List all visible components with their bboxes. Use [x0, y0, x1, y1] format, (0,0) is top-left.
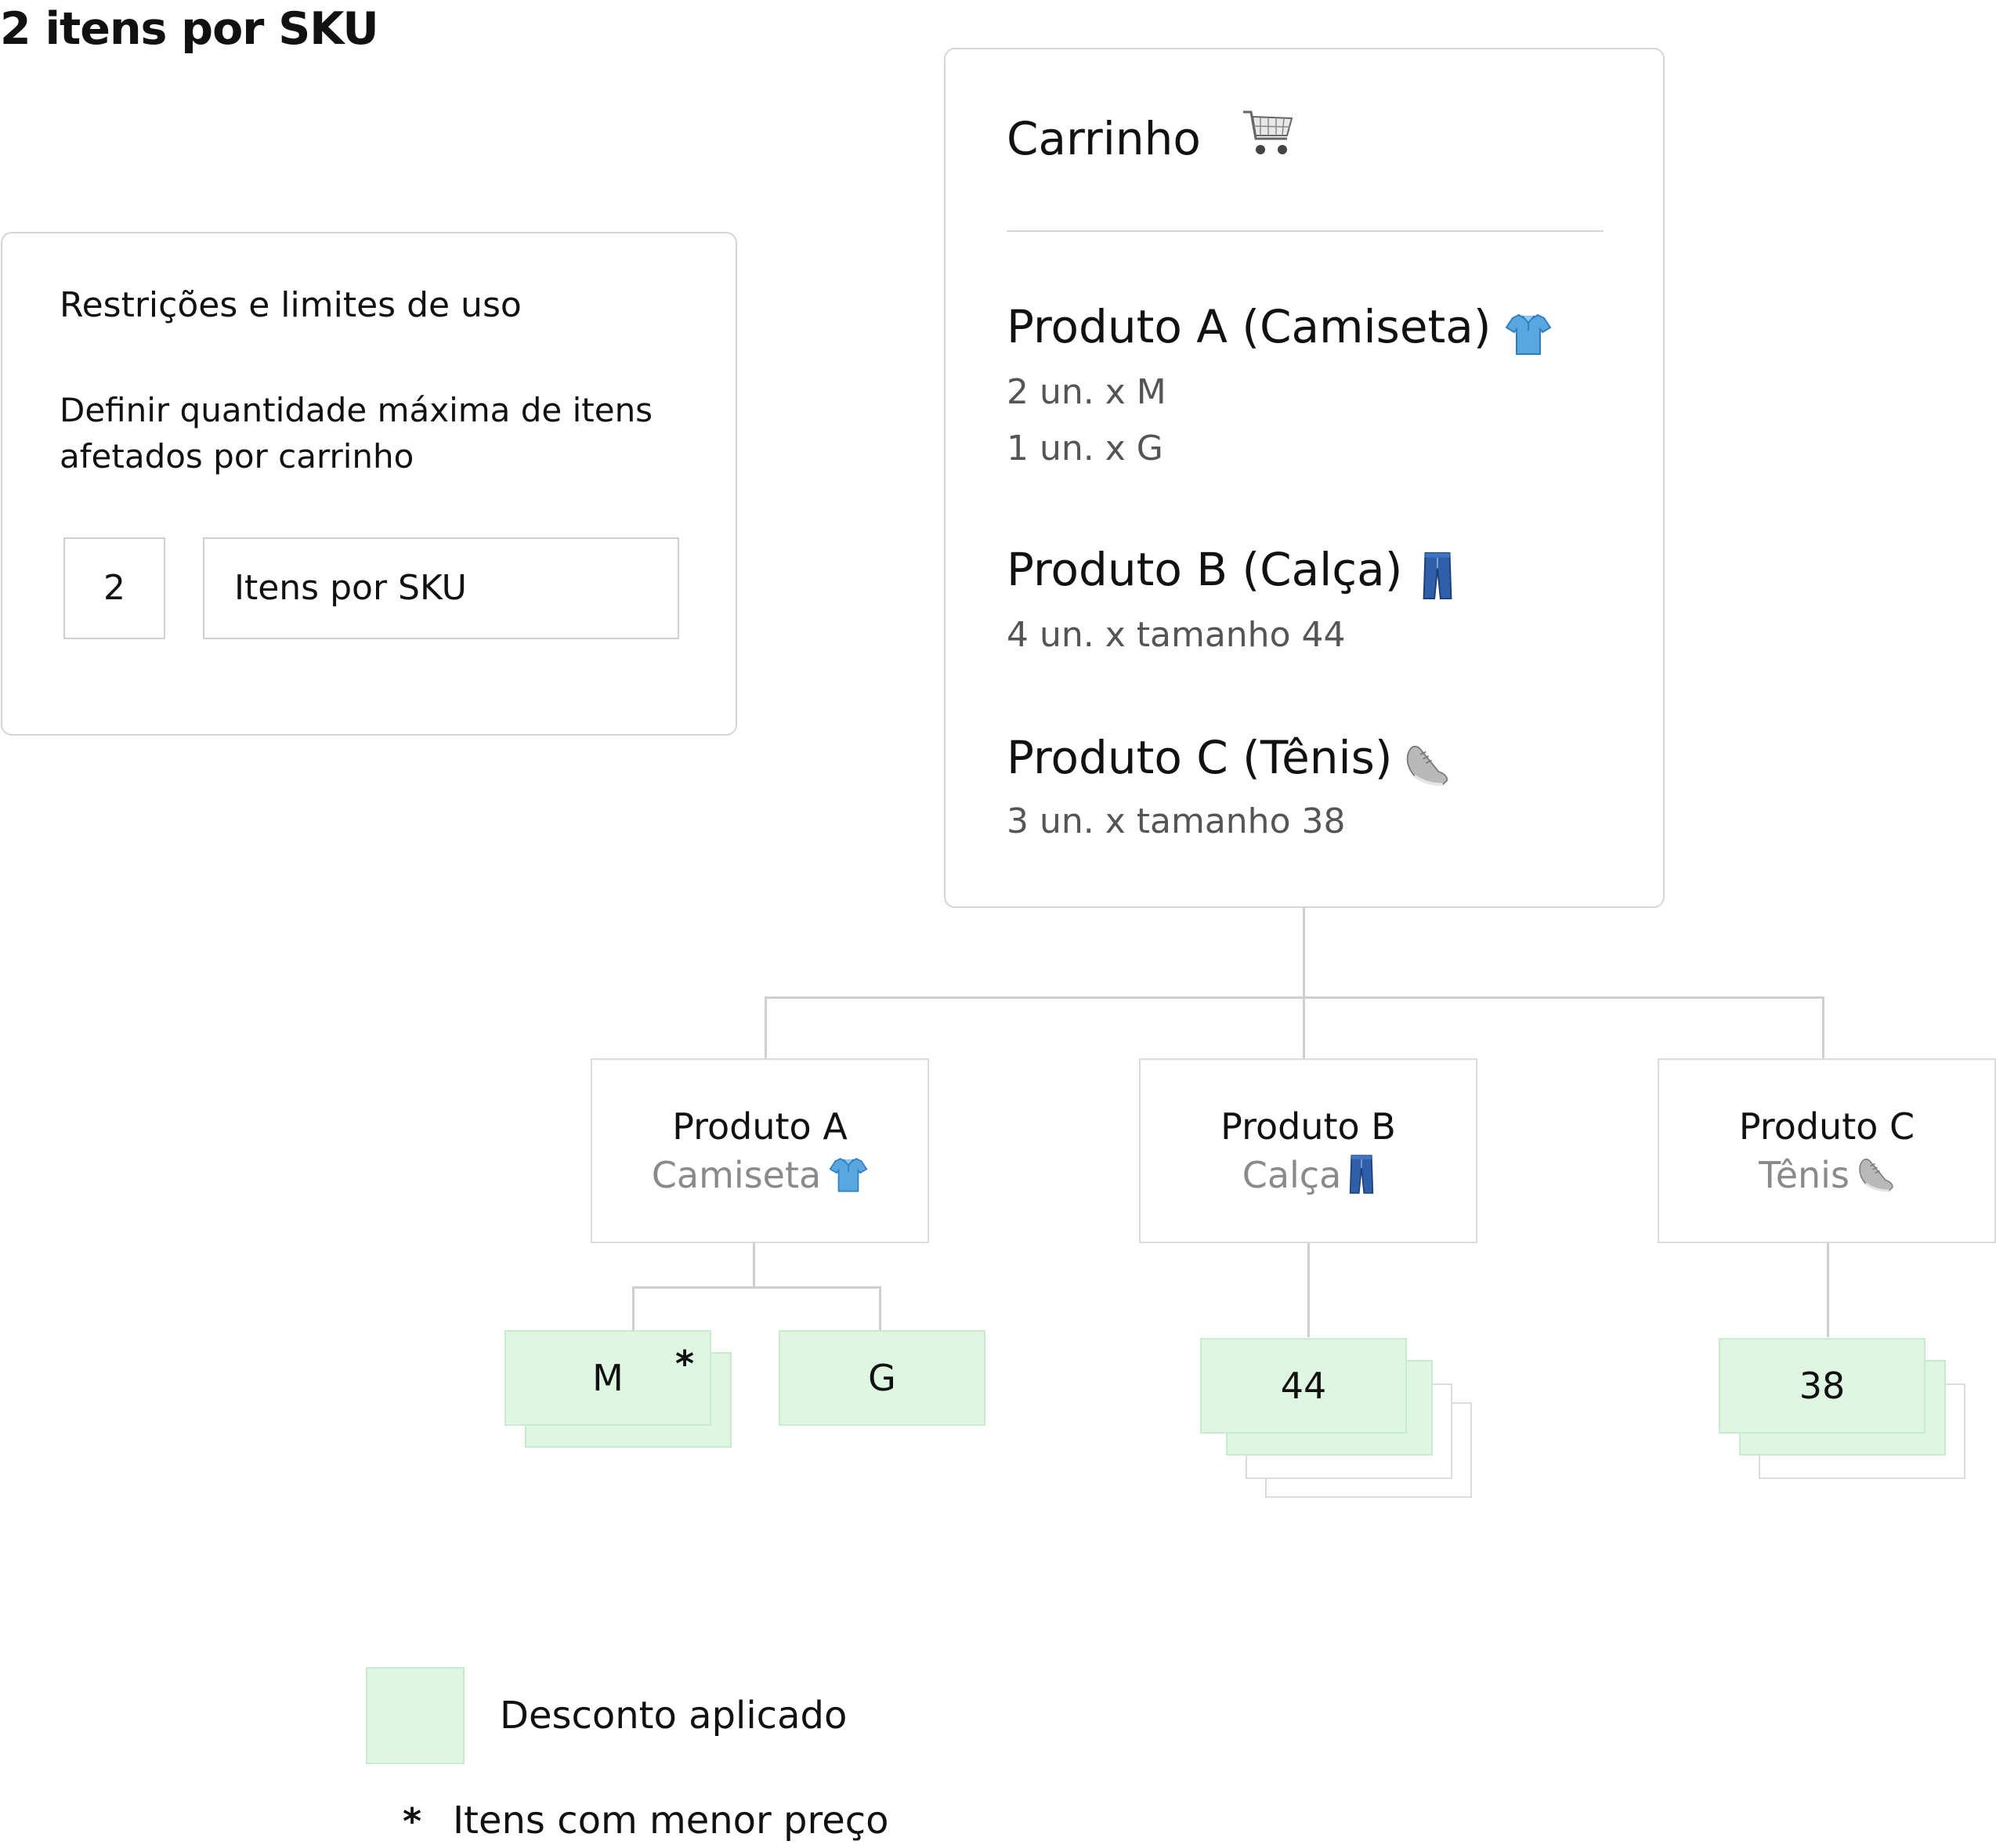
cart-item-c: Produto C (Tênis) — [1007, 731, 1450, 787]
product-name: Produto B — [1220, 1105, 1396, 1148]
legend-discount-swatch — [366, 1667, 465, 1764]
shopping-cart-icon — [1242, 107, 1296, 159]
product-type-label: Tênis — [1759, 1154, 1850, 1196]
product-type: Camiseta — [592, 1154, 927, 1196]
tshirt-icon — [829, 1155, 868, 1194]
cart-item-line: 2 un. x M — [1007, 372, 1166, 412]
variant-tile-44: 44 — [1200, 1338, 1407, 1434]
connector-line — [632, 1286, 880, 1289]
cart-title: Carrinho — [1007, 112, 1201, 165]
restrictions-description: Definir quantidade máxima de itens afeta… — [60, 391, 653, 476]
variant-label: 44 — [1280, 1365, 1327, 1407]
product-type: Calça — [1141, 1154, 1476, 1196]
sneaker-icon — [1857, 1155, 1895, 1193]
connector-line — [765, 996, 1824, 999]
connector-line — [1303, 996, 1305, 1059]
cart-item-b: Produto B (Calça) — [1007, 543, 1453, 600]
product-box-c: Produto C Tênis — [1658, 1058, 1996, 1243]
cart-item-a: Produto A (Camiseta) — [1007, 300, 1552, 357]
connector-line — [1827, 1243, 1829, 1337]
cart-item-line: 3 un. x tamanho 38 — [1007, 801, 1346, 841]
connector-line — [879, 1286, 881, 1330]
max-items-input[interactable]: 2 — [63, 537, 165, 639]
cart-item-title: Produto A (Camiseta) — [1007, 300, 1492, 353]
variant-label: M — [592, 1357, 624, 1399]
sneaker-icon — [1405, 742, 1450, 787]
product-box-b: Produto B Calça — [1139, 1058, 1477, 1243]
product-type-label: Camiseta — [651, 1154, 822, 1196]
cart-item-title: Produto C (Tênis) — [1007, 731, 1393, 784]
tshirt-icon — [1505, 310, 1552, 357]
connector-line — [632, 1286, 635, 1330]
jeans-icon — [1349, 1154, 1374, 1195]
cart-item-line: 4 un. x tamanho 44 — [1007, 615, 1346, 655]
restrictions-panel: Restrições e limites de uso Definir quan… — [1, 232, 737, 736]
variant-tile-m: M — [504, 1330, 711, 1426]
connector-line — [753, 1243, 755, 1287]
product-box-a: Produto A Camiseta — [591, 1058, 929, 1243]
cart-item-line: 1 un. x G — [1007, 429, 1163, 468]
cart-item-title: Produto B (Calça) — [1007, 543, 1403, 596]
connector-line — [1303, 908, 1305, 997]
legend-discount-label: Desconto aplicado — [500, 1694, 848, 1738]
legend-asterisk: * — [403, 1800, 422, 1843]
legend-lowest-price-label: Itens com menor preço — [453, 1799, 889, 1843]
limit-type-select[interactable]: Itens por SKU — [203, 537, 679, 639]
connector-line — [765, 996, 767, 1059]
page-title: 2 itens por SKU — [0, 3, 379, 55]
variant-tile-38: 38 — [1719, 1338, 1925, 1434]
product-name: Produto A — [672, 1105, 848, 1148]
jeans-icon — [1422, 552, 1453, 600]
variant-label: G — [868, 1357, 896, 1399]
product-type: Tênis — [1659, 1154, 1994, 1196]
cart-panel: Carrinho Produto A (Camiseta) 2 un. x M … — [944, 48, 1665, 908]
variant-tile-g: G — [779, 1330, 985, 1426]
connector-line — [1307, 1243, 1310, 1337]
lowest-price-marker: * — [675, 1343, 695, 1385]
variant-label: 38 — [1799, 1365, 1846, 1407]
product-name: Produto C — [1738, 1105, 1915, 1148]
connector-line — [1822, 996, 1824, 1059]
product-type-label: Calça — [1242, 1154, 1342, 1196]
restrictions-heading: Restrições e limites de uso — [60, 285, 522, 325]
cart-divider — [1007, 230, 1604, 232]
